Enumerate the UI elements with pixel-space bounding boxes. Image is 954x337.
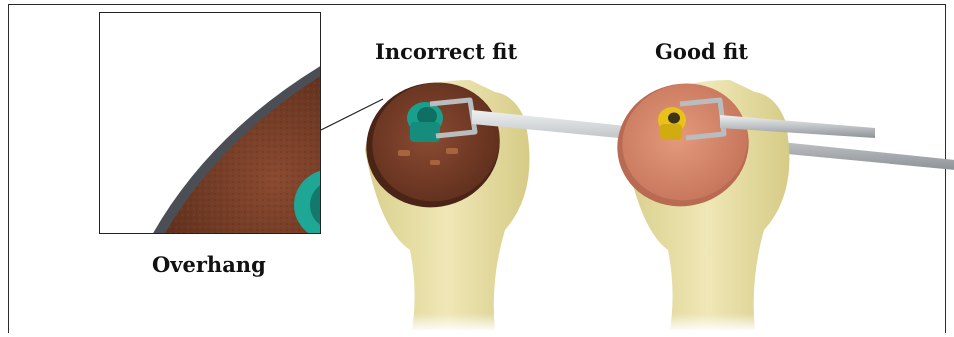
good-fit-model xyxy=(603,69,875,332)
good-bone-fade xyxy=(620,270,800,332)
overhang-label: Overhang xyxy=(152,252,266,277)
incorrect-bone-fade xyxy=(360,270,540,332)
incorrect-peg xyxy=(430,160,440,165)
good-yellow-guide-body xyxy=(660,124,682,140)
good-yellow-guide-bore xyxy=(668,113,680,124)
incorrect-peg xyxy=(446,148,458,154)
incorrect-teal-guide-body xyxy=(410,122,440,142)
incorrect-fit-label: Incorrect fit xyxy=(375,39,517,64)
good-fit-label: Good fit xyxy=(655,39,748,64)
incorrect-peg xyxy=(398,150,410,156)
